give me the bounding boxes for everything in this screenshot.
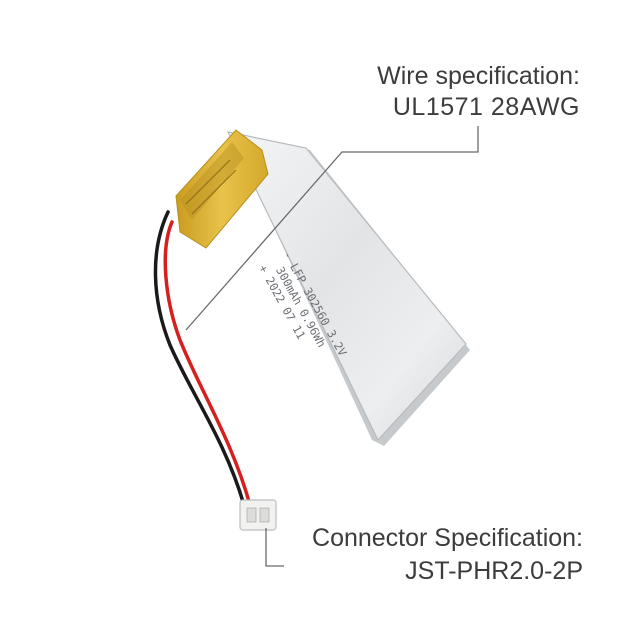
wire-leads [153, 210, 252, 507]
connector-spec-label: Connector Specification: JST-PHR2.0-2P [312, 524, 583, 586]
wire-spec-label: Wire specification: UL1571 28AWG [377, 62, 580, 122]
connector-slot-2 [259, 507, 270, 523]
connector-slot-1 [246, 507, 257, 523]
connector-callout-line [265, 528, 284, 567]
cell-body [226, 131, 467, 442]
connector-body [239, 499, 277, 531]
lipo-battery: - LFP 302560 3.2V 300mAh 0.96Wh + 2022 0… [175, 129, 470, 446]
kapton-tape [175, 129, 269, 249]
tab-line-2 [191, 169, 237, 215]
jst-connector [239, 499, 277, 531]
wire-spec-value: UL1571 28AWG [392, 93, 580, 121]
connector-spec-title: Connector Specification: [312, 524, 583, 552]
tab-line-1 [185, 159, 231, 205]
connector-spec-value: JST-PHR2.0-2P [405, 557, 583, 585]
wire-spec-title: Wire specification: [377, 62, 580, 90]
black-wire [153, 210, 246, 507]
red-wire [163, 220, 252, 507]
wire-callout-line [185, 126, 479, 331]
